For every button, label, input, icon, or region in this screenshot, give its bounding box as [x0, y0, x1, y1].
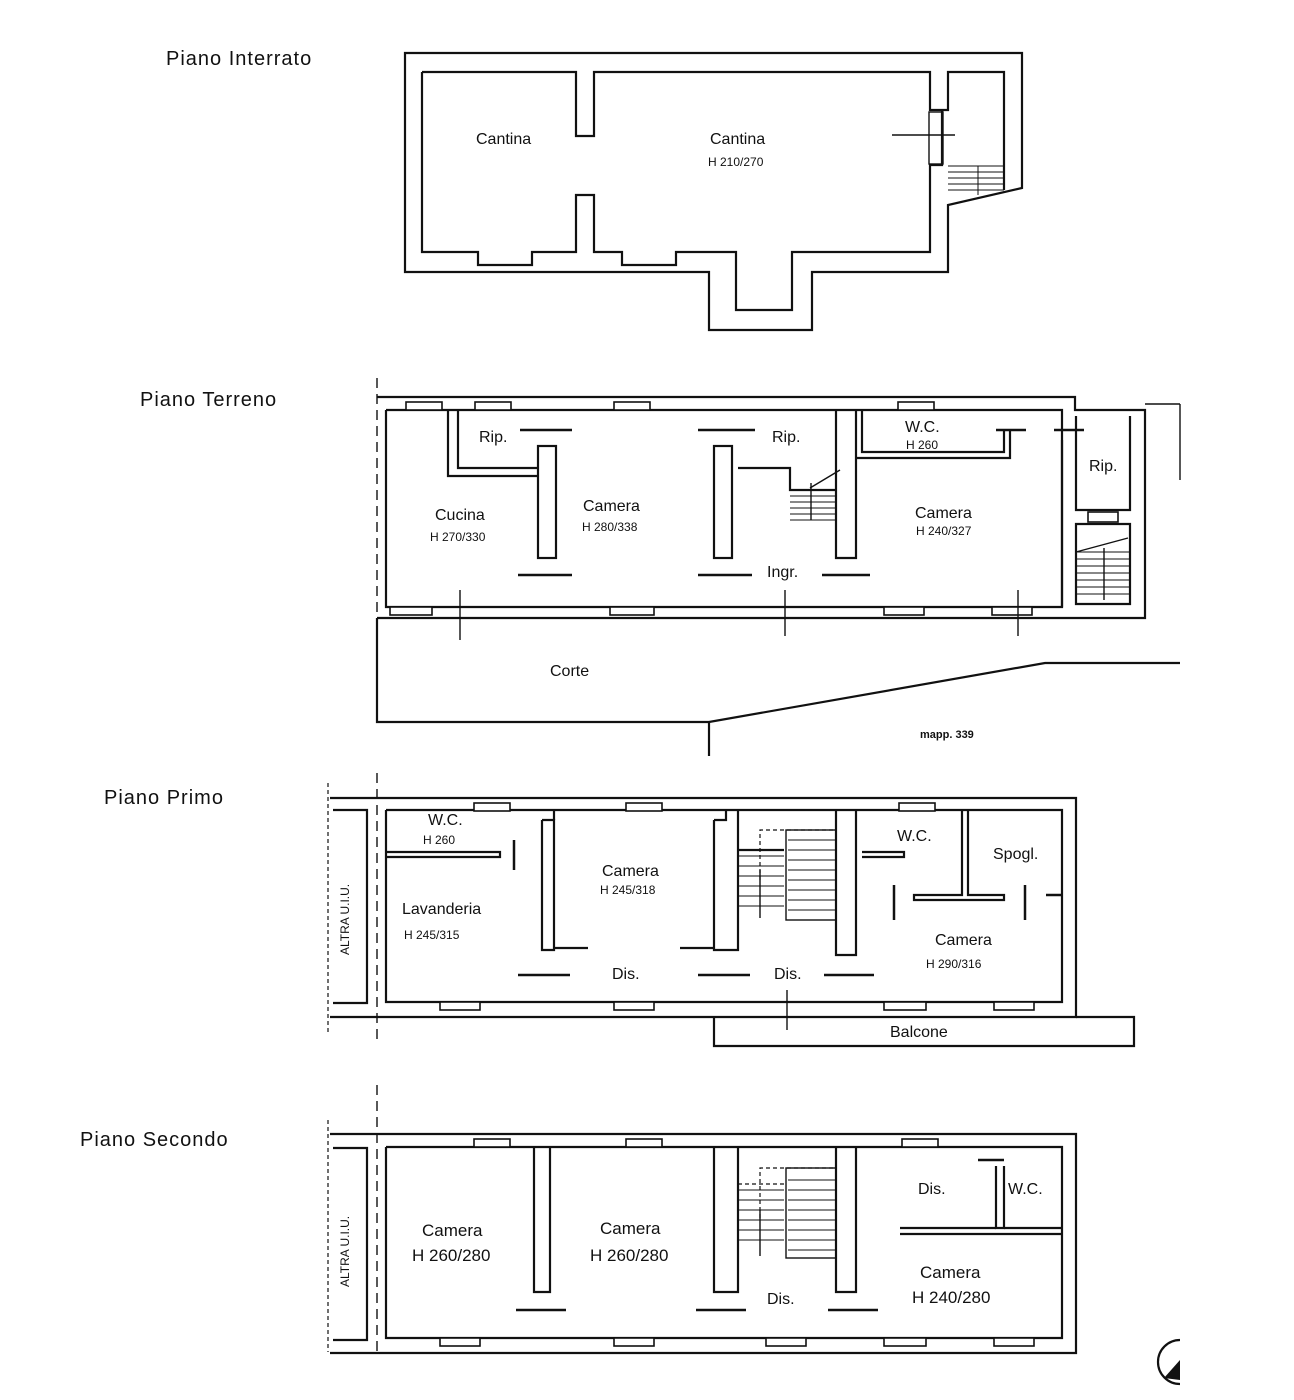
floor-interrato: Piano Interrato Cantina Cantina H 210/27…: [166, 48, 1024, 332]
room-height: H 240/280: [912, 1288, 990, 1307]
floor-primo: Piano Primo ALTRA U.I.U.: [104, 773, 1136, 1048]
room-height: H 210/270: [708, 155, 764, 169]
room-label: Rip.: [1089, 458, 1117, 475]
room-label: Balcone: [890, 1024, 948, 1041]
room-label: Camera: [935, 932, 992, 949]
room-height: H 260: [906, 438, 938, 452]
side-label: ALTRA U.I.U.: [338, 1216, 352, 1287]
room-label: W.C.: [1008, 1181, 1043, 1198]
room-label: Lavanderia: [402, 901, 481, 918]
room-label: W.C.: [428, 812, 463, 829]
room-height: H 245/315: [404, 928, 460, 942]
room-label: Dis.: [767, 1291, 795, 1308]
room-height: H 260/280: [412, 1246, 490, 1265]
room-label: Dis.: [774, 966, 802, 983]
room-label: Cucina: [435, 507, 485, 524]
side-label: ALTRA U.I.U.: [338, 884, 352, 955]
room-label: Cantina: [710, 131, 765, 148]
floor-title-secondo: Piano Secondo: [80, 1129, 229, 1151]
parcel-label: mapp. 339: [920, 729, 974, 741]
room-height: H 270/330: [430, 530, 486, 544]
room-label: Cantina: [476, 131, 531, 148]
room-label: Spogl.: [993, 846, 1038, 863]
room-label: Rip.: [479, 429, 507, 446]
room-label: Rip.: [772, 429, 800, 446]
room-label: Camera: [422, 1221, 483, 1240]
room-label: W.C.: [897, 828, 932, 845]
room-label: W.C.: [905, 419, 940, 436]
room-label: Camera: [600, 1219, 661, 1238]
floor-title-interrato: Piano Interrato: [166, 48, 312, 70]
room-label: Camera: [583, 498, 640, 515]
room-label: Dis.: [918, 1181, 946, 1198]
room-height: H 280/338: [582, 520, 638, 534]
floor-title-terreno: Piano Terreno: [140, 389, 277, 411]
room-height: H 245/318: [600, 883, 656, 897]
room-label: Dis.: [612, 966, 640, 983]
room-label: Camera: [915, 505, 972, 522]
floor-secondo: Piano Secondo ALTRA U.I.U.: [80, 1085, 1181, 1386]
room-label: Ingr.: [767, 564, 798, 581]
room-label: Corte: [550, 663, 589, 680]
floor-title-primo: Piano Primo: [104, 787, 224, 809]
room-height: H 260/280: [590, 1246, 668, 1265]
room-label: Camera: [920, 1263, 981, 1282]
room-height: H 240/327: [916, 524, 972, 538]
room-label: Camera: [602, 863, 659, 880]
floor-terreno: Piano Terreno: [140, 378, 1181, 756]
room-height: H 290/316: [926, 957, 982, 971]
room-height: H 260: [423, 833, 455, 847]
